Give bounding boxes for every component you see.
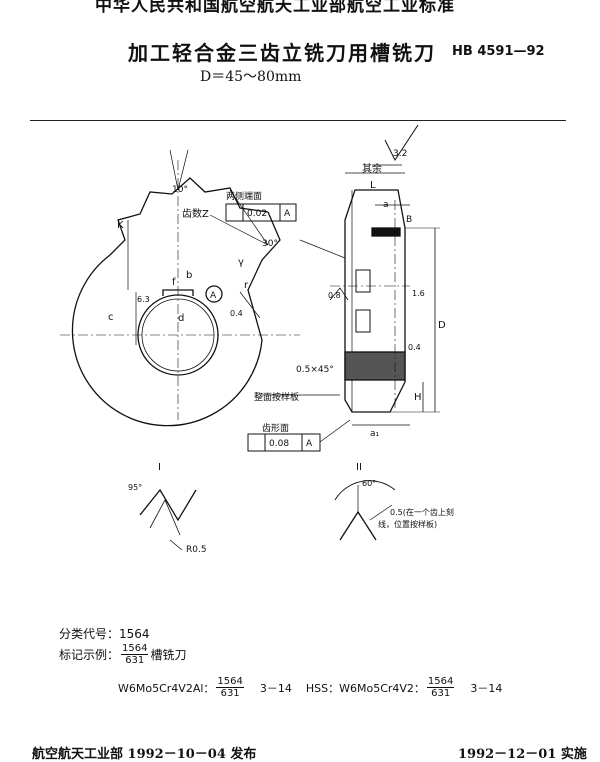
engrave-note-2: 线，位置按样板) [378,519,437,529]
dim-c: c [108,312,114,323]
detail-I-label: I [158,462,161,473]
dim-f: f [172,277,176,288]
dim-D: D [438,320,446,331]
dim-B: B [406,215,412,225]
angle-10-label: 10° [172,185,188,195]
fraction-2: 1564 631 [426,676,455,699]
datum-a: A [284,209,291,219]
angle-60-label: 60° [362,479,376,488]
angle-95-label: 95° [128,483,142,492]
side-tolerance: 0.02 [247,209,267,219]
surface-other-label: 其余 [362,162,382,175]
technical-drawing: 10° 齿数Z 两侧端面 0.02 A 30° γ b f 6.3 0.4 A … [60,125,454,555]
issuer-footer: 航空航天工业部 1992－10－04 发布 [32,747,257,762]
classification-value: 1564 [119,627,150,641]
detail-II-label: II [356,462,362,473]
roughness-6-3: 6.3 [137,295,150,304]
detail-II-profile [339,510,377,541]
standard-banner: 中华人民共和国航空航天工业部航空工业标准 [95,0,455,16]
cutter-outer-arc [71,254,263,427]
detail-a-label: A [210,291,217,301]
angle-30-label: 30° [262,239,278,249]
radius-label: R0.5 [186,545,207,555]
dim-r: r [244,280,249,291]
marking-label: 标记示例： [59,648,120,662]
engrave-note-1: 0.5(在一个齿上刻 [390,507,454,517]
page-title: 加工轻合金三齿立铣刀用槽铣刀 [128,41,436,65]
roughness-1-6: 1.6 [412,289,425,298]
dim-k: K [117,220,124,231]
roughness-3-2: 3.2 [393,149,407,159]
fraction-1: 1564 631 [216,676,244,699]
dim-a1: a₁ [370,429,380,439]
cutter-tooth-right [247,211,281,341]
detail-A-circle [205,285,223,303]
standard-number: HB 4591—92 [452,44,545,59]
marking-example: 标记示例： 1564 631 槽铣刀 [59,643,186,666]
classification-code: 分类代号：1564 [59,625,150,642]
gamma-label: γ [238,257,244,268]
profile-tolerance: 0.08 [269,439,289,449]
teeth-count-label: 齿数Z [182,207,209,220]
dim-a: a [383,200,389,210]
roughness-0-8: 0.8 [328,291,341,300]
marking-suffix: 槽铣刀 [150,648,187,662]
diameter-range: D＝45～80mm [200,69,302,85]
tooth-marking-note: 整面按样板 [254,391,299,403]
dim-b: b [186,270,192,281]
chamfer-label: 0.5×45° [296,365,334,375]
dim-d: d [178,313,184,324]
code-2: 3－14 [470,681,503,695]
material-1: W6Mo5Cr4V2Al： [118,681,215,695]
classification-label: 分类代号： [59,627,120,641]
header-rule [30,120,566,121]
detail-I-profile [139,488,197,522]
designation-example: W6Mo5Cr4V2Al： 1564 631 3－14 HSS：W6Mo5Cr4… [118,676,502,699]
profile-surface-label: 齿形面 [262,422,289,434]
roughness-0-4-a: 0.4 [230,309,243,318]
marking-fraction: 1564 631 [121,643,149,666]
datum-a-2: A [306,439,313,449]
dim-L: L [370,180,376,191]
material-2: HSS：W6Mo5Cr4V2： [305,681,425,695]
dim-H: H [414,392,422,403]
side-runout-label: 两侧端面 [226,190,262,202]
effective-footer: 1992－12－01 实施 [458,747,587,762]
roughness-0-4-b: 0.4 [408,343,421,352]
code-1: 3－14 [259,681,292,695]
